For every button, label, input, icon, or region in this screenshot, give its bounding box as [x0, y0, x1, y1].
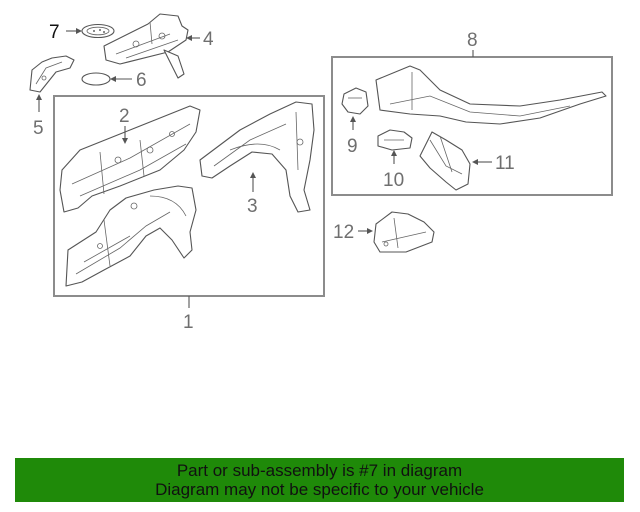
arrow-10: [391, 150, 397, 156]
arrow-9: [350, 116, 356, 122]
part-1-assembly[interactable]: [65, 185, 197, 287]
arrow-11: [472, 159, 478, 165]
callout-3[interactable]: 3: [247, 196, 258, 217]
callout-12[interactable]: 12: [333, 222, 354, 243]
arrow-2: [122, 138, 128, 144]
part-2-rail[interactable]: [59, 105, 201, 213]
arrow-3: [250, 172, 256, 178]
group-box-8: [331, 56, 613, 196]
part-9-bracket[interactable]: [341, 87, 369, 115]
part-5-bracket[interactable]: [29, 55, 75, 93]
callout-6[interactable]: 6: [136, 70, 147, 91]
arrow-7: [76, 28, 82, 34]
banner-line-1: Part or sub-assembly is #7 in diagram: [176, 461, 463, 480]
part-10-bracket[interactable]: [377, 129, 413, 151]
part-11-bracket[interactable]: [419, 131, 471, 191]
arrow-12: [367, 228, 373, 234]
arrow-5: [36, 94, 42, 100]
callout-9[interactable]: 9: [347, 136, 358, 157]
callout-4[interactable]: 4: [203, 29, 214, 50]
banner-line-2: Diagram may not be specific to your vehi…: [155, 480, 484, 499]
part-8-rail[interactable]: [375, 65, 607, 125]
callout-10[interactable]: 10: [383, 170, 404, 191]
callout-8[interactable]: 8: [467, 30, 478, 51]
arrow-6: [110, 76, 116, 82]
callout-11[interactable]: 11: [495, 153, 515, 174]
part-4-bracket[interactable]: [103, 13, 189, 79]
callout-7[interactable]: 7: [49, 22, 60, 43]
callout-5[interactable]: 5: [33, 118, 44, 139]
callout-1[interactable]: 1: [183, 312, 194, 333]
notice-banner: Part or sub-assembly is #7 in diagram Di…: [15, 458, 624, 502]
part-6-plug[interactable]: [81, 72, 111, 86]
part-7-seal[interactable]: [81, 23, 115, 39]
callout-2[interactable]: 2: [119, 106, 130, 127]
part-12-bracket[interactable]: [373, 211, 435, 253]
arrow-4: [186, 35, 192, 41]
part-3-apron[interactable]: [199, 101, 315, 213]
